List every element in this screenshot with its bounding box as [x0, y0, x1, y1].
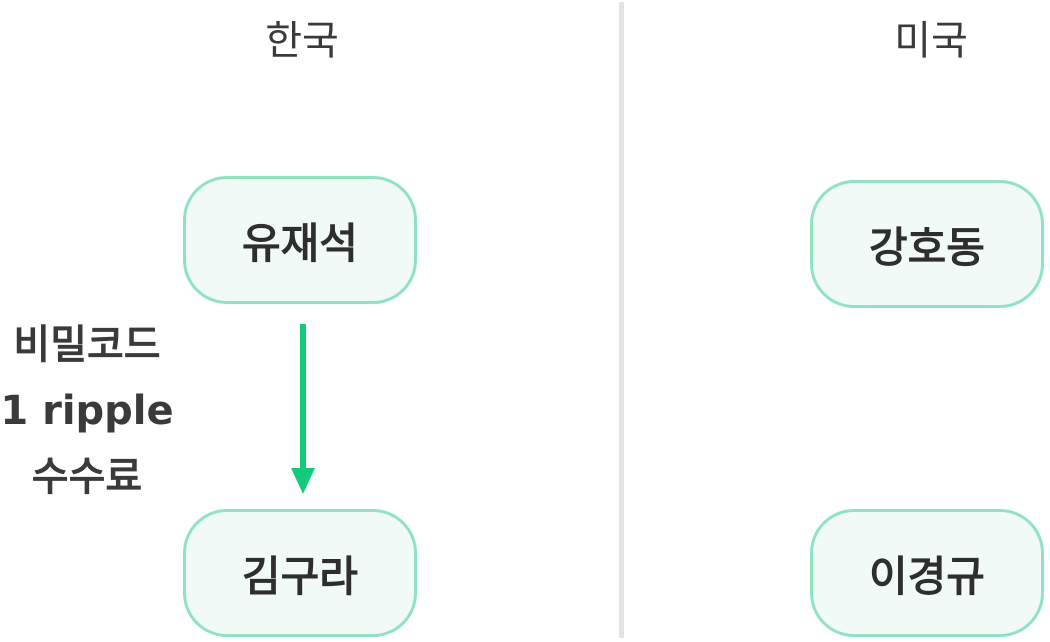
node-label: 김구라: [242, 551, 358, 601]
node-label: 이경규: [869, 551, 985, 601]
node-lee-kyungkyu: 이경규: [810, 509, 1044, 637]
node-label: 유재석: [242, 218, 358, 268]
node-yoo-jaeseok: 유재석: [183, 176, 417, 304]
transfer-label-line3: 수수료: [31, 454, 143, 500]
node-kim-gura: 김구라: [183, 509, 417, 637]
transfer-label: 비밀코드 1 ripple 수수료: [0, 312, 180, 510]
transfer-label-line2: 1 ripple: [0, 388, 174, 434]
transfer-label-line1: 비밀코드: [13, 322, 161, 368]
node-kang-hodong: 강호동: [810, 180, 1044, 308]
column-header-korea: 한국: [265, 18, 339, 64]
column-header-usa: 미국: [894, 18, 968, 64]
column-divider: [619, 2, 624, 638]
node-label: 강호동: [869, 222, 985, 272]
transfer-arrow-icon: [291, 324, 315, 494]
